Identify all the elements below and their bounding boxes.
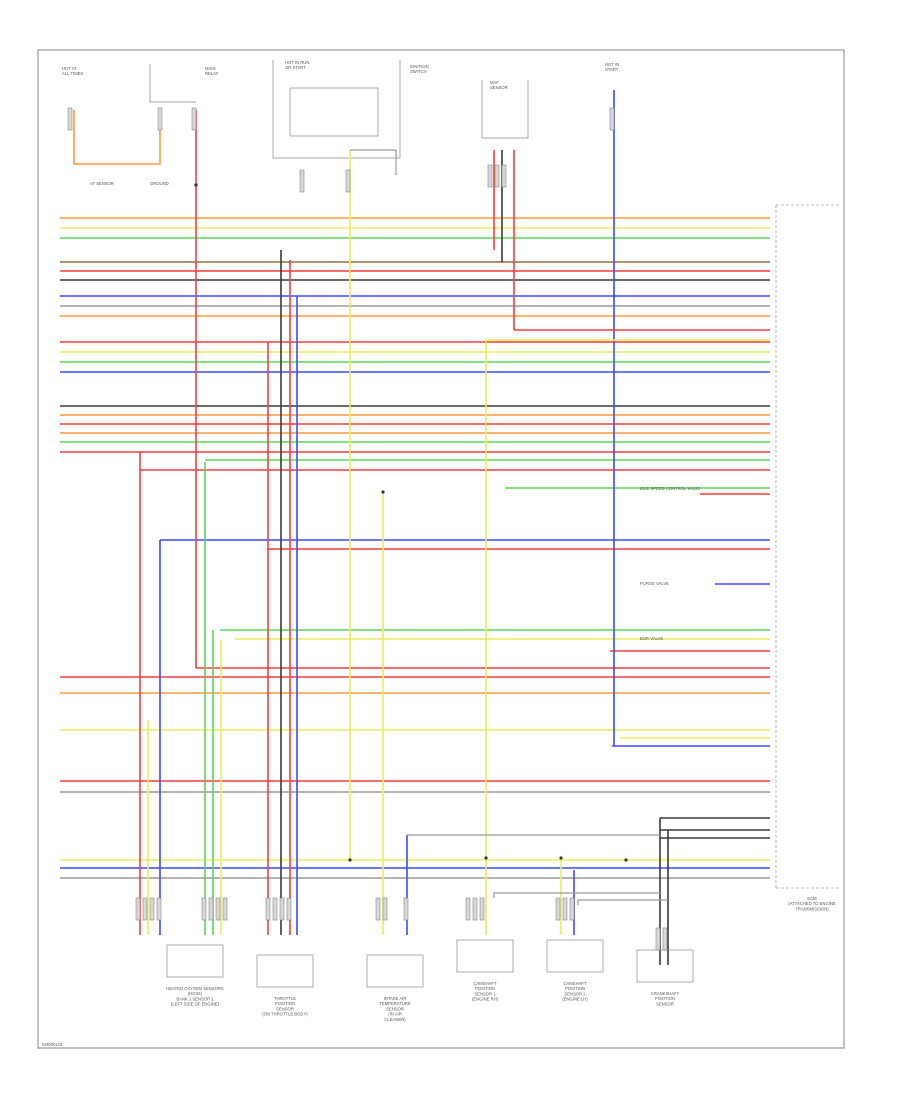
connector-pin [345, 169, 351, 193]
connector-pin [494, 164, 500, 188]
top-connector [345, 169, 351, 193]
diagram-frames [37, 49, 845, 1049]
top-box-switch [149, 64, 196, 103]
bottom-connector [375, 897, 388, 921]
connector-pin [569, 897, 575, 921]
callout-c4: PURGE VALVE [640, 581, 669, 586]
connector-pin [156, 897, 162, 921]
component-group [67, 107, 694, 988]
splice-dot [194, 183, 198, 187]
splice-dot [381, 490, 385, 494]
connector-pin [135, 897, 141, 921]
splice-dot [348, 858, 352, 862]
top-connector [609, 107, 615, 131]
connector-pin [299, 169, 305, 193]
cam2-wire [577, 899, 668, 905]
connector-pin [149, 897, 155, 921]
component-box-ho2s [166, 944, 224, 978]
connector-pin [403, 897, 409, 921]
footer-code: W3000123 [42, 1042, 63, 1047]
top-box-relay [272, 60, 401, 159]
connector-pin [662, 927, 668, 951]
connector-pin [479, 897, 485, 921]
callout-c1: AT SENSOR [90, 181, 114, 186]
connector-pin [201, 897, 207, 921]
connector-pin [222, 897, 228, 921]
connector-pin [472, 897, 478, 921]
connector-pin [157, 107, 163, 131]
callout-c5: EGR VALVE [640, 636, 663, 641]
component-box-iat [366, 954, 424, 988]
splice-dot [624, 858, 628, 862]
component-box-ckp [636, 949, 694, 983]
bottom-connector [403, 897, 409, 921]
connector-pin [487, 164, 493, 188]
outer-frame [37, 49, 845, 1049]
connector-pin [286, 897, 292, 921]
component-box-tps [256, 954, 314, 988]
connector-pin [142, 897, 148, 921]
connector-pin [562, 897, 568, 921]
connector-pin [67, 107, 73, 131]
bottom-connector [265, 897, 292, 921]
splice-dot [559, 856, 563, 860]
connector-pin [208, 897, 214, 921]
wire-group [60, 90, 770, 965]
component-label-ho2s: HEATED OXYGEN SENSORS(HO2S)BANK 1 SENSOR… [166, 986, 224, 1007]
connector-pin [655, 927, 661, 951]
bottom-connector [555, 897, 575, 921]
connector-pin [382, 897, 388, 921]
component-box-vvt2 [546, 939, 604, 973]
bottom-connector [135, 897, 162, 921]
callout-c2: GROUND [150, 181, 169, 186]
top-connector [157, 107, 163, 131]
top-connector [487, 164, 507, 188]
connector-pin [265, 897, 271, 921]
top-connector [67, 107, 73, 131]
relay-inner-box [289, 87, 379, 137]
fuse-loop-wire [73, 110, 161, 165]
top-connector [299, 169, 305, 193]
top-connector [191, 107, 197, 131]
connector-pin [191, 107, 197, 131]
cam1-wire [493, 892, 660, 898]
component-box-vvt1 [456, 939, 514, 973]
ignition-wire [350, 149, 397, 175]
connector-pin [215, 897, 221, 921]
splice-dot [484, 856, 488, 860]
bottom-connector [465, 897, 485, 921]
bottom-connector [655, 927, 668, 951]
top-box-sensor [481, 80, 529, 139]
connector-pin [609, 107, 615, 131]
connector-pin [272, 897, 278, 921]
callout-c3: IDLE SPEED CONTROL VALVE [640, 486, 700, 491]
connector-pin [555, 897, 561, 921]
connector-pin [465, 897, 471, 921]
connector-pin [279, 897, 285, 921]
bottom-connector [201, 897, 228, 921]
connector-pin [501, 164, 507, 188]
connector-pin [375, 897, 381, 921]
